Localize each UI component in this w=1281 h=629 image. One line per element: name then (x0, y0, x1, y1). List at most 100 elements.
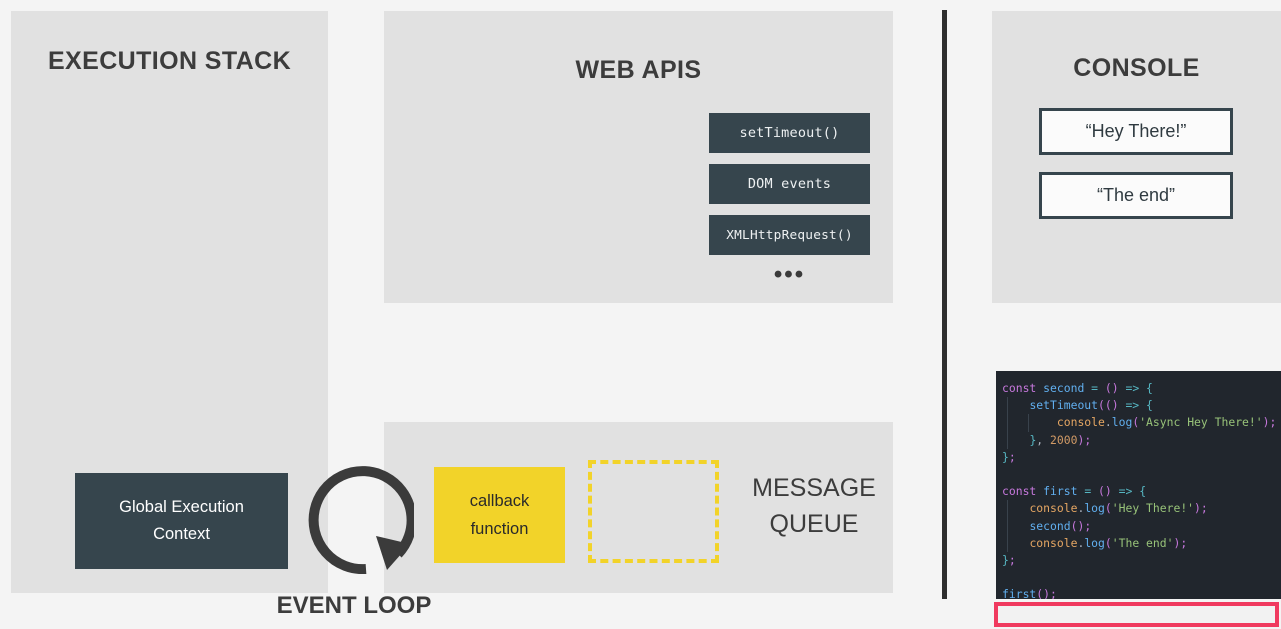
code-token: first (1043, 484, 1078, 499)
code-token (1002, 433, 1029, 447)
code-token: ; (1084, 518, 1092, 533)
web-apis-panel: WEB APIS setTimeout() DOM events XMLHttp… (384, 11, 893, 303)
code-token: ; (1050, 587, 1057, 599)
web-api-item-label: setTimeout() (739, 125, 840, 141)
code-token: ; (1200, 501, 1208, 516)
code-token: (( (1098, 398, 1112, 413)
callback-function-line1: callback (469, 491, 530, 510)
code-token: () (1098, 484, 1112, 499)
code-token: , (1036, 432, 1051, 447)
event-loop-circular-arrow-icon (308, 466, 414, 574)
code-token: const (1002, 381, 1044, 395)
execution-stack-panel: EXECUTION STACK Global Execution Context (11, 11, 328, 593)
execution-stack-title: EXECUTION STACK (47, 47, 292, 75)
code-token: console (1029, 501, 1078, 516)
console-input-field[interactable] (994, 602, 1279, 627)
message-queue-title: MESSAGE QUEUE (744, 470, 884, 543)
code-token: => (1125, 398, 1140, 413)
web-api-item-label: XMLHttpRequest() (726, 227, 853, 243)
code-token: => (1125, 381, 1140, 395)
console-panel: CONSOLE “Hey There!” “The end” (992, 11, 1281, 303)
code-token: log (1084, 535, 1105, 550)
message-queue-title-line1: MESSAGE (752, 474, 876, 502)
code-token: log (1111, 415, 1133, 430)
console-output-text: “Hey There!” (1085, 121, 1187, 141)
code-token: } (1029, 432, 1037, 447)
code-token: . (1077, 535, 1085, 550)
code-line: console.log('Async Hey There!'); (996, 414, 1281, 432)
message-queue-panel: callback function MESSAGE QUEUE (384, 422, 893, 593)
code-token: { (1139, 484, 1147, 499)
global-execution-context-line2: Context (153, 525, 210, 543)
code-token: } (1002, 449, 1009, 464)
code-token: ; (1008, 552, 1016, 567)
code-token: ; (1269, 415, 1277, 430)
code-token: console (1029, 535, 1078, 550)
code-token: 2000 (1050, 432, 1078, 447)
code-token: { (1146, 381, 1153, 395)
code-token: . (1104, 415, 1112, 430)
code-token: ) (1173, 535, 1181, 550)
code-token: ) (1077, 432, 1085, 447)
code-line (996, 569, 1281, 586)
code-token: { (1146, 398, 1153, 413)
code-line: const second = () => { (996, 380, 1281, 397)
code-token: () (1036, 587, 1051, 599)
code-token: = (1084, 484, 1092, 499)
code-token (1098, 381, 1105, 395)
code-token: ) (1111, 398, 1119, 413)
global-execution-context-box[interactable]: Global Execution Context (75, 473, 288, 569)
console-output-entry: “Hey There!” (1039, 108, 1233, 155)
code-token (1002, 415, 1057, 429)
web-api-item-xmlhttprequest[interactable]: XMLHttpRequest() (709, 215, 870, 255)
code-token: second (1029, 518, 1071, 533)
code-token: ) (1194, 501, 1201, 516)
callback-function-line2: function (470, 520, 529, 538)
code-line: }; (996, 552, 1281, 569)
code-token: setTimeout (1029, 398, 1099, 413)
code-token: 'Hey There!' (1111, 501, 1195, 516)
code-line: first(); (996, 586, 1281, 599)
global-execution-context-line1: Global Execution (119, 497, 244, 516)
code-token (1002, 501, 1029, 515)
code-token: ) (1262, 415, 1270, 430)
code-line (996, 466, 1281, 483)
code-token: log (1084, 501, 1105, 516)
code-token: console (1056, 415, 1105, 430)
code-token (1091, 484, 1098, 498)
vertical-divider (942, 10, 947, 599)
web-api-item-dom-events[interactable]: DOM events (709, 164, 870, 204)
message-queue-title-line2: QUEUE (769, 510, 859, 539)
console-output-text: “The end” (1096, 185, 1176, 205)
code-line: second(); (996, 517, 1281, 535)
code-line: const first = () => { (996, 483, 1281, 500)
code-token: . (1077, 501, 1085, 516)
code-token: () (1104, 381, 1119, 395)
code-line: console.log('Hey There!'); (996, 500, 1281, 518)
code-token: => (1118, 484, 1133, 499)
code-line: }, 2000); (996, 431, 1281, 449)
code-token: ( (1132, 415, 1140, 430)
code-token: ( (1104, 535, 1112, 550)
console-output-entry: “The end” (1039, 172, 1233, 219)
code-token: = (1091, 381, 1099, 395)
web-api-item-settimeout[interactable]: setTimeout() (709, 113, 870, 153)
code-token (1002, 519, 1029, 533)
code-token (1139, 398, 1146, 412)
code-token: first (1002, 587, 1037, 599)
code-token: ( (1104, 501, 1112, 516)
callback-function-box[interactable]: callback function (434, 467, 565, 563)
code-line: }; (996, 449, 1281, 466)
code-editor[interactable]: const second = () => { setTimeout(() => … (996, 371, 1281, 599)
code-token: () (1070, 518, 1085, 533)
code-line: console.log('The end'); (996, 534, 1281, 553)
code-token (1002, 398, 1029, 412)
web-api-more-ellipsis: ••• (773, 261, 806, 288)
code-token: } (1002, 552, 1009, 567)
web-api-item-label: DOM events (747, 176, 832, 192)
message-queue-empty-slot[interactable] (588, 460, 719, 563)
code-line: setTimeout(() => { (996, 397, 1281, 415)
code-token: const (1002, 484, 1044, 499)
code-token (1002, 536, 1029, 550)
